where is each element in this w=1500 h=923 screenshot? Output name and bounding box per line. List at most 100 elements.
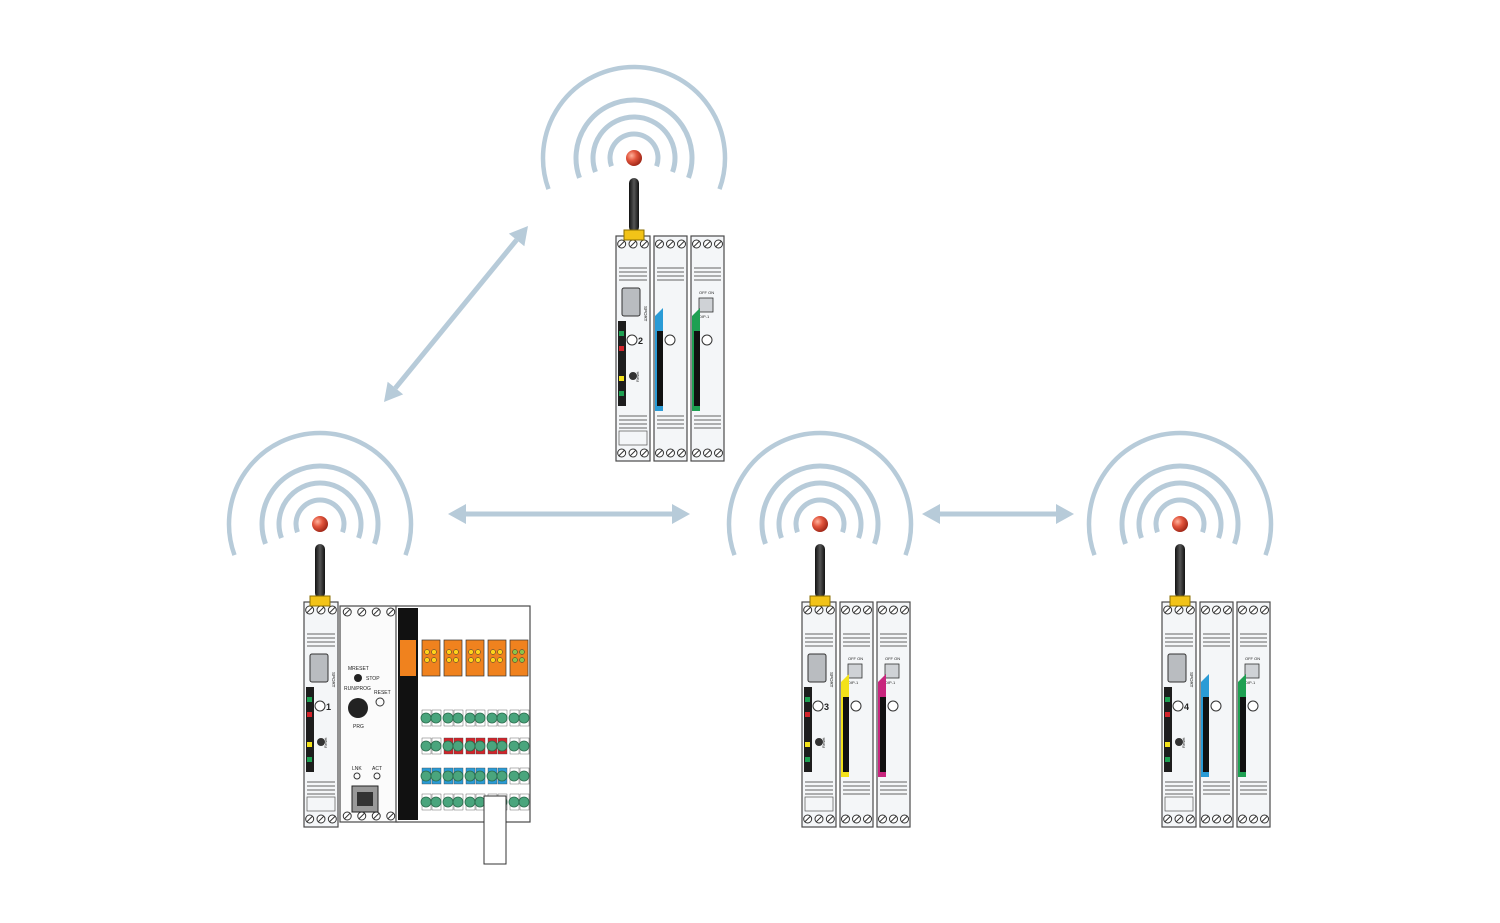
address-dial-icon xyxy=(812,700,824,712)
run-label: RUN/PROG xyxy=(344,686,371,692)
terminal-spring-icon xyxy=(464,796,476,808)
terminal-spring-icon xyxy=(496,770,508,782)
act-led-icon xyxy=(373,772,381,780)
terminal-spring-icon xyxy=(420,770,432,782)
antenna-base xyxy=(1169,595,1191,607)
terminal-spring-icon xyxy=(464,740,476,752)
reset-button-icon xyxy=(815,738,823,746)
terminal-spring-icon xyxy=(508,712,520,724)
sport-label: SPORT xyxy=(829,672,834,688)
mode-switch-icon xyxy=(354,674,362,682)
io-module-head xyxy=(443,639,463,677)
station-number: 1 xyxy=(326,702,331,712)
terminal-spring-icon xyxy=(430,770,442,782)
dip-name: DIP-1 xyxy=(1245,680,1256,685)
cable-end xyxy=(483,795,507,865)
dial-icon xyxy=(887,700,899,712)
terminal-spring-icon xyxy=(430,712,442,724)
dip-title: OFF ON xyxy=(885,656,900,661)
waves-top xyxy=(540,64,728,190)
arrow-plc-to-top xyxy=(384,226,528,402)
io-module-head xyxy=(421,639,441,677)
prg-label: PRG xyxy=(353,724,364,730)
reset-button-icon xyxy=(1175,738,1183,746)
station-number: 3 xyxy=(824,702,829,712)
sport-label: SPORT xyxy=(1189,672,1194,688)
sport-label: SPORT xyxy=(331,672,336,688)
sport-connector-icon xyxy=(309,653,329,683)
terminal-spring-icon xyxy=(420,712,432,724)
arrow-middle-to-right xyxy=(922,504,1074,524)
terminal-spring-icon xyxy=(474,712,486,724)
antenna-base xyxy=(623,229,645,241)
terminal-spring-icon xyxy=(518,770,530,782)
act-label: ACT xyxy=(372,766,382,772)
expansion-module-right-1 xyxy=(1199,601,1234,828)
dial-icon xyxy=(664,334,676,346)
expansion-module-top-1 xyxy=(653,235,688,462)
terminal-spring-icon xyxy=(442,712,454,724)
dip-title: OFF ON xyxy=(848,656,863,661)
stop-label: STOP xyxy=(366,676,380,682)
reset-label: Reset xyxy=(1181,737,1186,748)
terminal-spring-icon xyxy=(518,796,530,808)
antenna-tip-icon xyxy=(1172,516,1188,532)
terminal-spring-icon xyxy=(464,770,476,782)
address-dial-icon xyxy=(626,334,638,346)
dial-icon xyxy=(1247,700,1259,712)
terminal-spring-icon xyxy=(474,740,486,752)
terminal-spring-icon xyxy=(452,740,464,752)
antenna-icon xyxy=(1175,544,1185,598)
waves-middle xyxy=(726,430,914,556)
mreset-label: MRESET xyxy=(348,666,369,672)
terminal-spring-icon xyxy=(496,712,508,724)
terminal-spring-icon xyxy=(508,740,520,752)
dip-switch-icon xyxy=(1244,663,1260,679)
io-terminal-block xyxy=(395,605,531,865)
terminal-spring-icon xyxy=(452,770,464,782)
io-module-head xyxy=(465,639,485,677)
station-number: 4 xyxy=(1184,702,1189,712)
dip-name: DIP-1 xyxy=(885,680,896,685)
terminal-spring-icon xyxy=(442,770,454,782)
sport-label: SPORT xyxy=(643,306,648,322)
radio-waves xyxy=(226,64,1274,556)
reset-label: Reset xyxy=(821,737,826,748)
terminal-spring-icon xyxy=(486,770,498,782)
dip-switch-icon xyxy=(884,663,900,679)
dip-switch-icon xyxy=(847,663,863,679)
terminal-spring-icon xyxy=(442,796,454,808)
terminal-spring-icon xyxy=(486,712,498,724)
link-arrows xyxy=(384,226,1074,524)
address-dial-icon xyxy=(314,700,326,712)
reset-label: RESET xyxy=(374,690,391,696)
dial-icon xyxy=(701,334,713,346)
lnk-label: LNK xyxy=(352,766,362,772)
antenna-icon xyxy=(815,544,825,598)
antenna-tip-icon xyxy=(626,150,642,166)
address-dial-icon xyxy=(1172,700,1184,712)
terminal-spring-icon xyxy=(508,770,520,782)
dip-title: OFF ON xyxy=(699,290,714,295)
dip-name: DIP-1 xyxy=(699,314,710,319)
antenna-icon xyxy=(629,178,639,232)
reset-button-icon xyxy=(317,738,325,746)
expansion-module-right-2: OFF ON DIP-1 xyxy=(1236,601,1271,828)
reset-button-icon xyxy=(629,372,637,380)
dip-name: DIP-1 xyxy=(848,680,859,685)
reset-label: Reset xyxy=(635,371,640,382)
dip-title: OFF ON xyxy=(1245,656,1260,661)
terminal-spring-icon xyxy=(464,712,476,724)
terminal-spring-icon xyxy=(508,796,520,808)
waves-plc xyxy=(226,430,414,556)
sport-connector-icon xyxy=(621,287,641,317)
